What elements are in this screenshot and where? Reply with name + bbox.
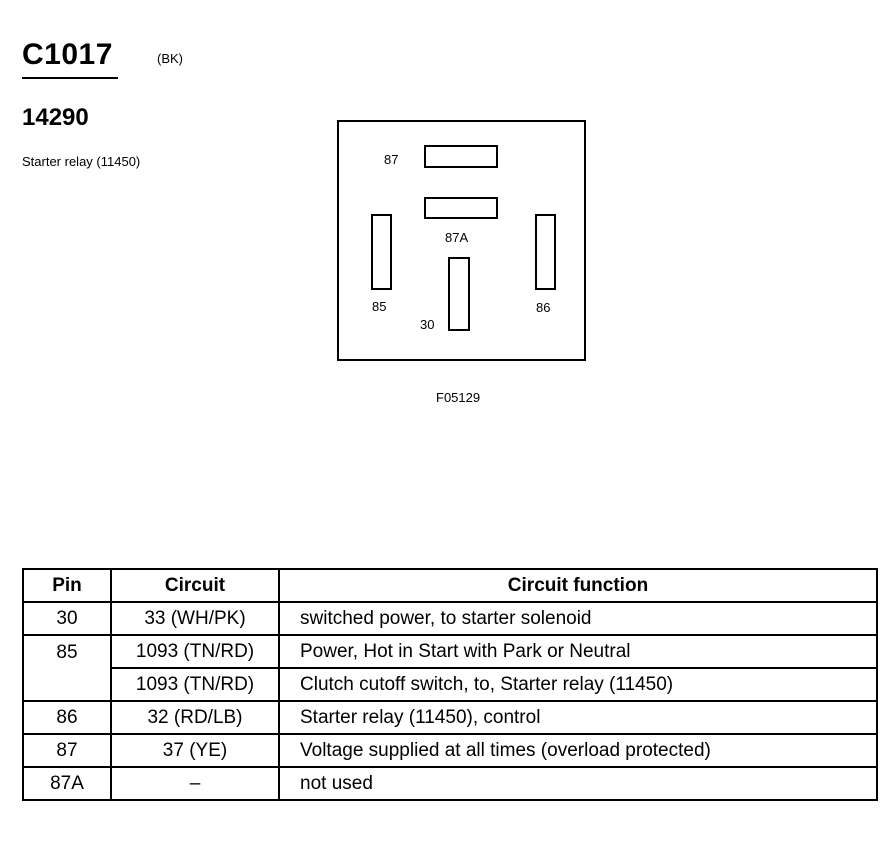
pin-cell: 87A bbox=[22, 766, 112, 801]
figure-id: F05129 bbox=[436, 390, 481, 405]
function-cell: Voltage supplied at all times (overload … bbox=[278, 733, 878, 768]
table-row: 87 37 (YE) Voltage supplied at all times… bbox=[22, 733, 878, 768]
pin-label-87: 87 bbox=[384, 152, 399, 167]
pin-cell: 86 bbox=[22, 700, 112, 735]
part-name: Starter relay (11450) bbox=[22, 154, 141, 169]
connector-title: C1017 bbox=[22, 38, 113, 71]
part-number: 14290 bbox=[22, 104, 89, 131]
column-header-circuit: Circuit bbox=[110, 568, 280, 603]
circuit-cell: 32 (RD/LB) bbox=[110, 700, 280, 735]
circuit-cell: 1093 (TN/RD) bbox=[110, 634, 280, 669]
pin-label-85: 85 bbox=[372, 299, 387, 314]
pin-label-86: 86 bbox=[536, 300, 551, 315]
circuit-cell: 1093 (TN/RD) bbox=[110, 667, 280, 702]
terminal-87a bbox=[424, 197, 498, 219]
pin-cell: 87 bbox=[22, 733, 112, 768]
table-row: 30 33 (WH/PK) switched power, to starter… bbox=[22, 601, 878, 636]
function-cell: switched power, to starter solenoid bbox=[278, 601, 878, 636]
function-cell: not used bbox=[278, 766, 878, 801]
color-code: (BK) bbox=[157, 51, 183, 66]
function-cell: Starter relay (11450), control bbox=[278, 700, 878, 735]
terminal-87 bbox=[424, 145, 498, 168]
connector-face-diagram: 87 87A 85 30 86 bbox=[337, 120, 586, 361]
terminal-86 bbox=[535, 214, 556, 290]
function-cell: Clutch cutoff switch, to, Starter relay … bbox=[278, 667, 878, 702]
terminal-30 bbox=[448, 257, 470, 331]
table-row: 87A – not used bbox=[22, 766, 878, 801]
title-underline bbox=[22, 77, 118, 79]
table-row: 86 32 (RD/LB) Starter relay (11450), con… bbox=[22, 700, 878, 735]
pin-label-87a: 87A bbox=[445, 230, 469, 245]
circuit-cell: – bbox=[110, 766, 280, 801]
terminal-85 bbox=[371, 214, 392, 290]
pin-function-table: Pin Circuit Circuit function 30 33 (WH/P… bbox=[22, 568, 878, 801]
pin-cell: 85 bbox=[22, 634, 112, 702]
column-header-function: Circuit function bbox=[278, 568, 878, 603]
table-row: 1093 (TN/RD) Clutch cutoff switch, to, S… bbox=[23, 667, 878, 702]
table-row: 85 1093 (TN/RD) Power, Hot in Start with… bbox=[22, 634, 878, 702]
circuit-cell: 33 (WH/PK) bbox=[110, 601, 280, 636]
circuit-cell: 37 (YE) bbox=[110, 733, 280, 768]
pin-cell: 30 bbox=[22, 601, 112, 636]
pin-label-30: 30 bbox=[420, 317, 435, 332]
function-cell: Power, Hot in Start with Park or Neutral bbox=[278, 634, 878, 669]
column-header-pin: Pin bbox=[22, 568, 112, 603]
table-header-row: Pin Circuit Circuit function bbox=[22, 568, 878, 603]
